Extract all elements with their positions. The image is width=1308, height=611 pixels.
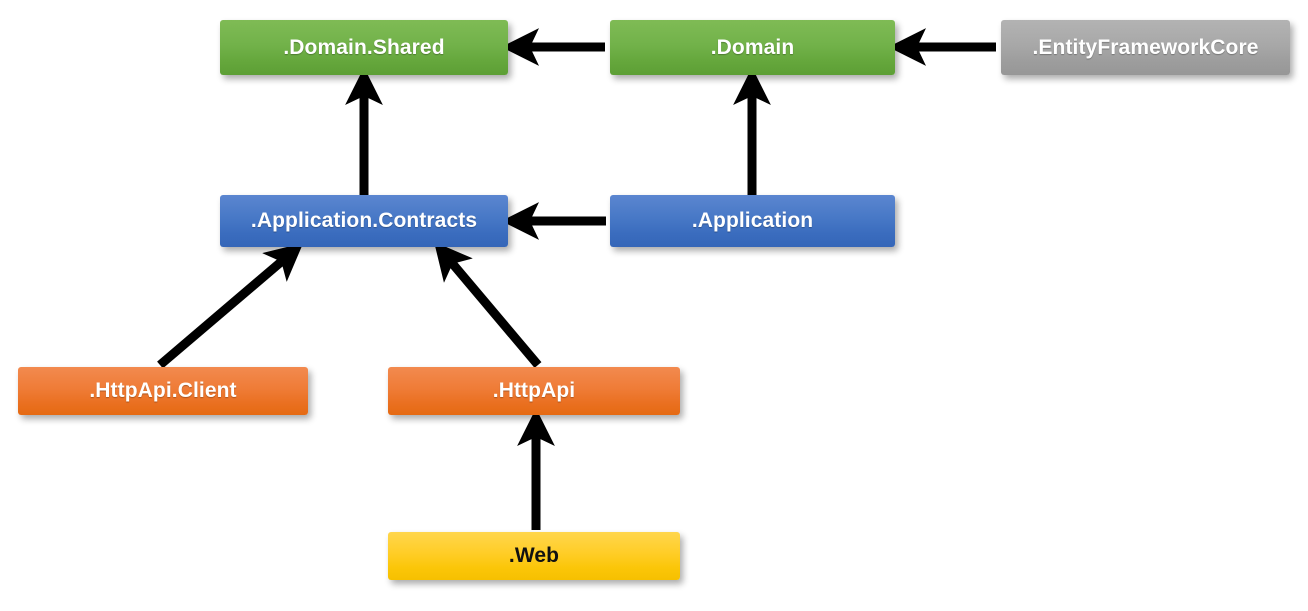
arrow-httpapi-client-to-application-contracts: [157, 242, 304, 369]
node-entityframeworkcore[interactable]: .EntityFrameworkCore: [1001, 20, 1290, 75]
node-label: .Domain.Shared: [283, 35, 445, 59]
node-web[interactable]: .Web: [388, 532, 680, 580]
node-domain[interactable]: .Domain: [610, 20, 895, 75]
arrow-httpapi-to-application-contracts: [434, 241, 542, 368]
node-label: .EntityFrameworkCore: [1032, 35, 1259, 59]
node-label: .Application.Contracts: [250, 209, 478, 232]
node-application-contracts[interactable]: .Application.Contracts: [220, 195, 508, 247]
node-domain-shared[interactable]: .Domain.Shared: [220, 20, 508, 75]
node-httpapi-client[interactable]: .HttpApi.Client: [18, 367, 308, 415]
node-label: .Application: [691, 209, 814, 232]
node-application[interactable]: .Application: [610, 195, 895, 247]
node-label: .HttpApi: [492, 379, 576, 402]
node-httpapi[interactable]: .HttpApi: [388, 367, 680, 415]
node-label: .HttpApi.Client: [89, 379, 237, 402]
node-label: .Domain: [710, 35, 795, 59]
node-label: .Web: [508, 544, 560, 567]
